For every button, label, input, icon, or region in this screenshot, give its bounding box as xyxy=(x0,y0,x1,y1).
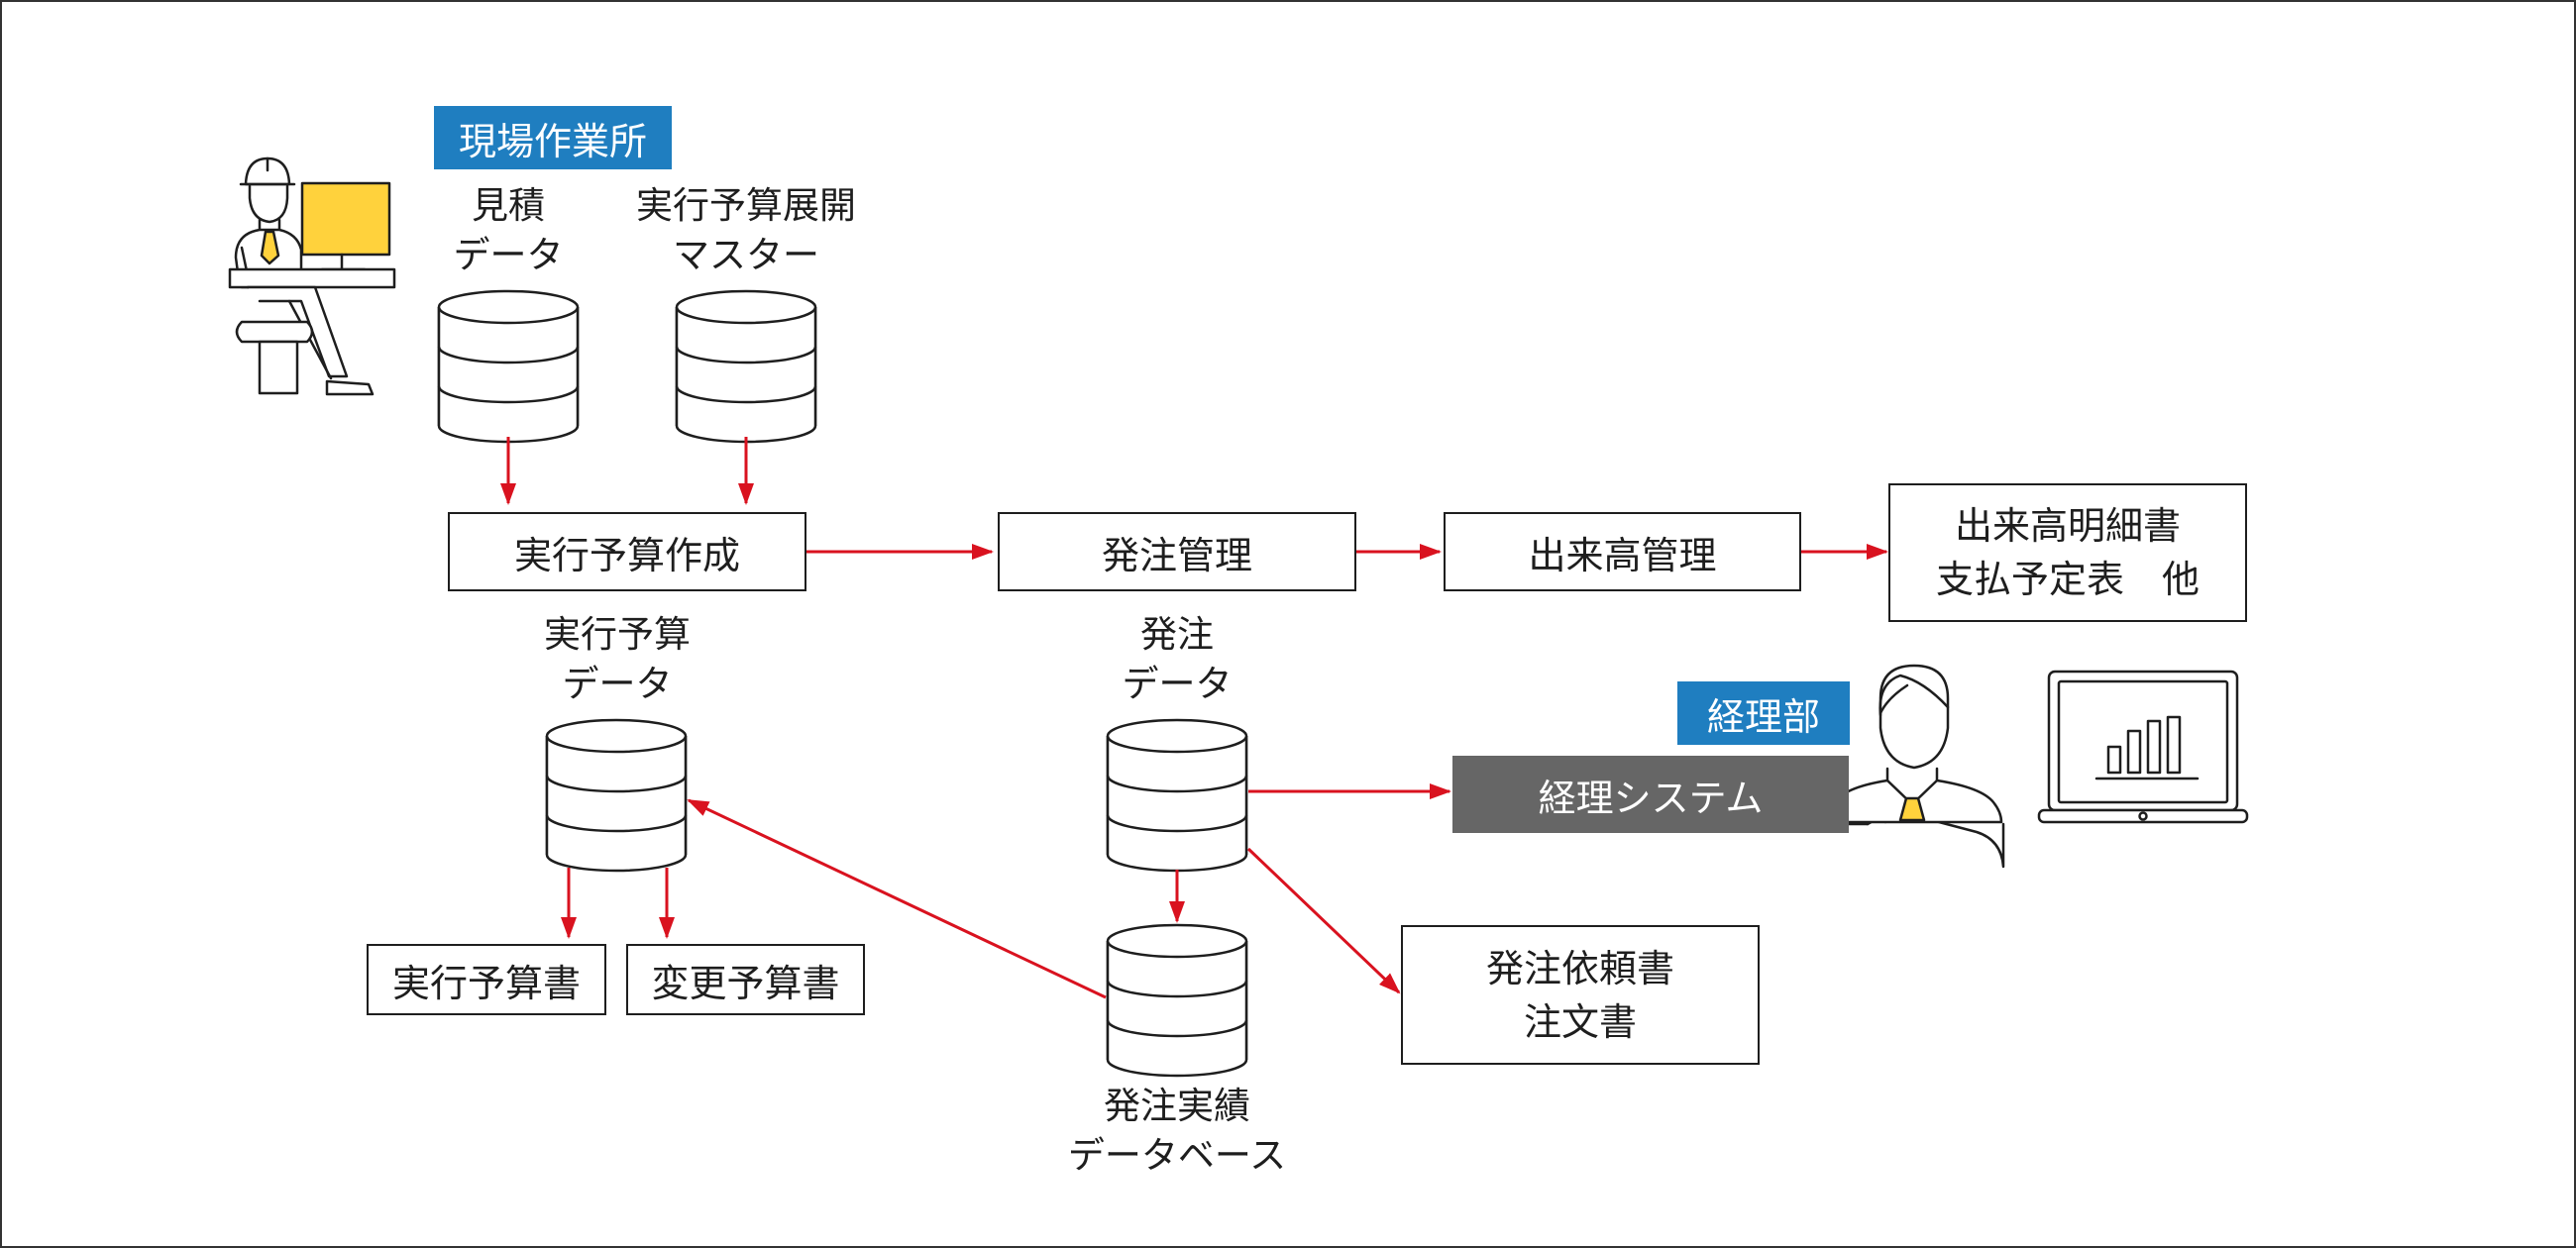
estimate-database-icon xyxy=(437,289,580,444)
estimate-data-label-line1: 見積 xyxy=(472,184,545,227)
statements-line2: 支払予定表 他 xyxy=(1935,558,2200,601)
budget-doc-box: 実行予算書 xyxy=(367,944,606,1015)
statements-line1: 出来高明細書 xyxy=(1954,504,2181,548)
estimate-data-label: 見積 データ xyxy=(389,181,627,280)
estimate-data-label-line2: データ xyxy=(453,234,564,276)
order-management-box: 発注管理 xyxy=(998,512,1356,591)
order-data-label: 発注 データ xyxy=(1058,610,1296,709)
accounting-system-box: 経理システム xyxy=(1452,756,1849,833)
order-docs-line1: 発注依頼書 xyxy=(1485,946,1674,990)
order-results-label: 発注実績 データベース xyxy=(1028,1082,1326,1181)
office-worker-icon xyxy=(1823,664,2005,869)
budget-master-label: 実行予算展開 マスター xyxy=(594,181,898,280)
order-results-database-icon xyxy=(1106,923,1248,1078)
laptop-chart-icon xyxy=(2037,670,2249,824)
budget-data-label: 実行予算 データ xyxy=(488,610,746,709)
arrow-results-to-budget-data xyxy=(687,798,1107,999)
budget-create-box: 実行予算作成 xyxy=(448,512,806,591)
statements-box: 出来高明細書 支払予定表 他 xyxy=(1888,483,2247,622)
budget-data-label-line2: データ xyxy=(562,663,673,705)
flow-arrows xyxy=(500,437,1888,999)
arrow-order-to-order-docs xyxy=(1246,847,1401,994)
site-office-tag: 現場作業所 xyxy=(434,106,672,169)
budget-master-database-icon xyxy=(675,289,817,444)
order-data-label-line2: データ xyxy=(1122,663,1233,705)
order-data-label-line1: 発注 xyxy=(1140,613,1214,656)
budget-master-label-line2: マスター xyxy=(673,234,819,276)
budget-data-database-icon xyxy=(545,718,688,873)
accounting-dept-tag: 経理部 xyxy=(1677,681,1850,745)
revised-budget-doc-box: 変更予算書 xyxy=(626,944,865,1015)
construction-worker-at-desk-icon xyxy=(228,156,396,396)
budget-data-label-line1: 実行予算 xyxy=(544,613,691,656)
order-docs-box: 発注依頼書 注文書 xyxy=(1401,925,1760,1065)
budget-master-label-line1: 実行予算展開 xyxy=(636,184,856,227)
progress-management-box: 出来高管理 xyxy=(1444,512,1801,591)
order-results-label-line1: 発注実績 xyxy=(1104,1085,1250,1127)
order-results-label-line2: データベース xyxy=(1067,1134,1287,1177)
order-data-database-icon xyxy=(1106,718,1248,873)
order-docs-line2: 注文書 xyxy=(1523,999,1637,1044)
